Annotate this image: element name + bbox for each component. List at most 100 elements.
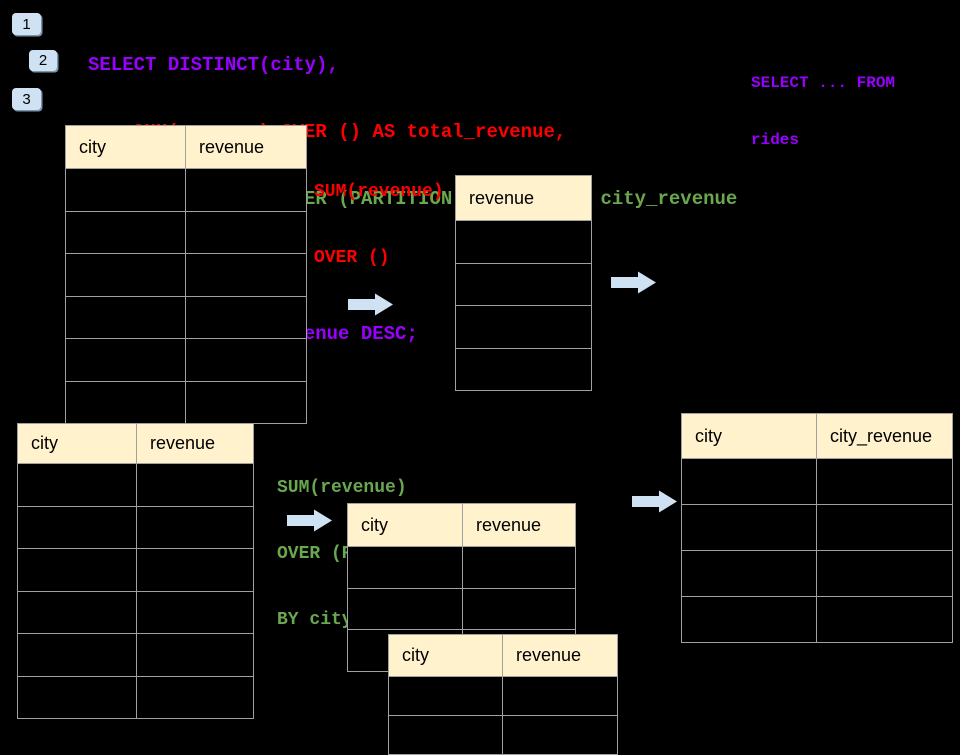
table-cell-empty <box>503 677 617 715</box>
table-cell-empty <box>137 634 253 676</box>
table-body <box>456 220 591 390</box>
table-row <box>66 210 306 253</box>
table-cell-empty <box>18 676 137 718</box>
table-cell-empty <box>186 297 306 339</box>
table-cell-empty <box>682 459 817 504</box>
side-note: SELECT ... FROM rides <box>751 36 895 169</box>
table-cell-empty <box>18 506 137 548</box>
column-header-revenue: revenue <box>150 433 216 453</box>
table-cell-empty <box>137 507 253 549</box>
table-total-revenue: revenue <box>455 175 592 391</box>
table-cell-empty <box>389 716 503 754</box>
table-cell-empty <box>137 677 253 719</box>
column-header-city-revenue: city_revenue <box>830 425 933 446</box>
table-header-row: city revenue <box>66 126 306 168</box>
table-row <box>456 305 591 348</box>
table-rides-bottom: city revenue <box>17 423 254 719</box>
table-cell-empty <box>186 339 306 381</box>
table-cell-empty <box>66 254 186 296</box>
table-cell-empty <box>18 549 137 591</box>
column-header-revenue: revenue <box>199 136 265 157</box>
table-cell-empty <box>66 211 186 253</box>
table-header-row: revenue <box>456 176 591 220</box>
table-row <box>682 549 952 596</box>
table-row <box>348 587 575 630</box>
table-cell-empty <box>817 551 952 596</box>
step-badge-3: 3 <box>12 88 41 110</box>
table-cell-empty <box>18 464 137 506</box>
table-row <box>18 463 253 506</box>
sql-line-select: SELECT DISTINCT(city), <box>88 53 339 76</box>
table-body <box>66 168 306 423</box>
table-row <box>456 220 591 263</box>
column-header-city: city <box>389 635 503 676</box>
table-body <box>682 458 952 642</box>
column-header-city: city <box>18 424 137 463</box>
table-row <box>682 595 952 642</box>
annotation-line: OVER () <box>314 248 390 268</box>
table-cell-empty <box>817 505 952 550</box>
table-cell-empty <box>66 169 186 211</box>
badge-label: 1 <box>22 15 31 33</box>
arrow-right-icon <box>632 490 678 513</box>
table-row <box>66 295 306 339</box>
table-cell-empty <box>137 464 253 506</box>
table-cell-empty <box>389 677 503 715</box>
table-cell-empty <box>456 221 591 263</box>
table-row <box>456 347 591 391</box>
table-row <box>18 675 253 719</box>
step-badge-1: 1 <box>12 13 41 35</box>
column-header-city: city <box>682 414 817 458</box>
table-city-revenue-result: city city_revenue <box>681 413 953 643</box>
table-header-row: city revenue <box>348 504 575 546</box>
table-cell-empty <box>456 349 591 391</box>
table-cell-empty <box>682 504 817 550</box>
table-cell-empty <box>817 459 952 504</box>
table-cell-empty <box>137 549 253 591</box>
table-cell-empty <box>66 296 186 338</box>
table-row <box>66 168 306 211</box>
column-header-revenue: revenue <box>469 187 535 208</box>
table-cell-empty <box>66 339 186 381</box>
side-note-line: SELECT ... FROM <box>751 74 896 92</box>
table-cell-empty <box>682 550 817 596</box>
table-cell-empty <box>503 716 617 754</box>
side-note-line: rides <box>751 131 800 149</box>
table-row <box>66 380 306 424</box>
arrow-right-icon <box>348 293 394 316</box>
table-header-row: city revenue <box>389 635 617 676</box>
table-body <box>18 463 253 718</box>
table-cell-empty <box>348 547 463 588</box>
table-cell-empty <box>186 169 306 211</box>
table-row <box>682 503 952 550</box>
table-row <box>66 253 306 296</box>
table-cell-empty <box>456 264 591 306</box>
column-header-revenue: revenue <box>476 514 542 535</box>
annotation-line: SUM(revenue) <box>277 478 407 498</box>
total-revenue-annotation: SUM(revenue) OVER () <box>314 137 444 291</box>
table-cell-empty <box>18 591 137 633</box>
table-cell-empty <box>682 596 817 642</box>
annotation-line: SUM(revenue) <box>314 182 444 202</box>
step-badge-2: 2 <box>29 50 57 71</box>
table-cell-empty <box>463 589 575 630</box>
table-row <box>18 590 253 634</box>
arrow-right-icon <box>287 509 333 532</box>
table-cell-empty <box>186 254 306 296</box>
table-rides-top: city revenue <box>65 125 307 424</box>
slide-canvas: { "colors": { "background": "#000000", "… <box>12 13 953 755</box>
column-header-city: city <box>348 504 463 546</box>
badge-label: 2 <box>38 52 48 69</box>
table-row <box>682 458 952 504</box>
table-row <box>348 546 575 588</box>
table-cell-empty <box>817 597 952 642</box>
table-header-row: city revenue <box>18 424 253 463</box>
table-row <box>66 338 306 381</box>
table-row <box>389 715 617 754</box>
badge-label: 3 <box>22 90 31 108</box>
table-cell-empty <box>137 592 253 634</box>
table-cell-empty <box>463 547 575 588</box>
table-cell-empty <box>66 381 186 423</box>
table-cell-empty <box>456 306 591 348</box>
table-cell-empty <box>186 382 306 424</box>
